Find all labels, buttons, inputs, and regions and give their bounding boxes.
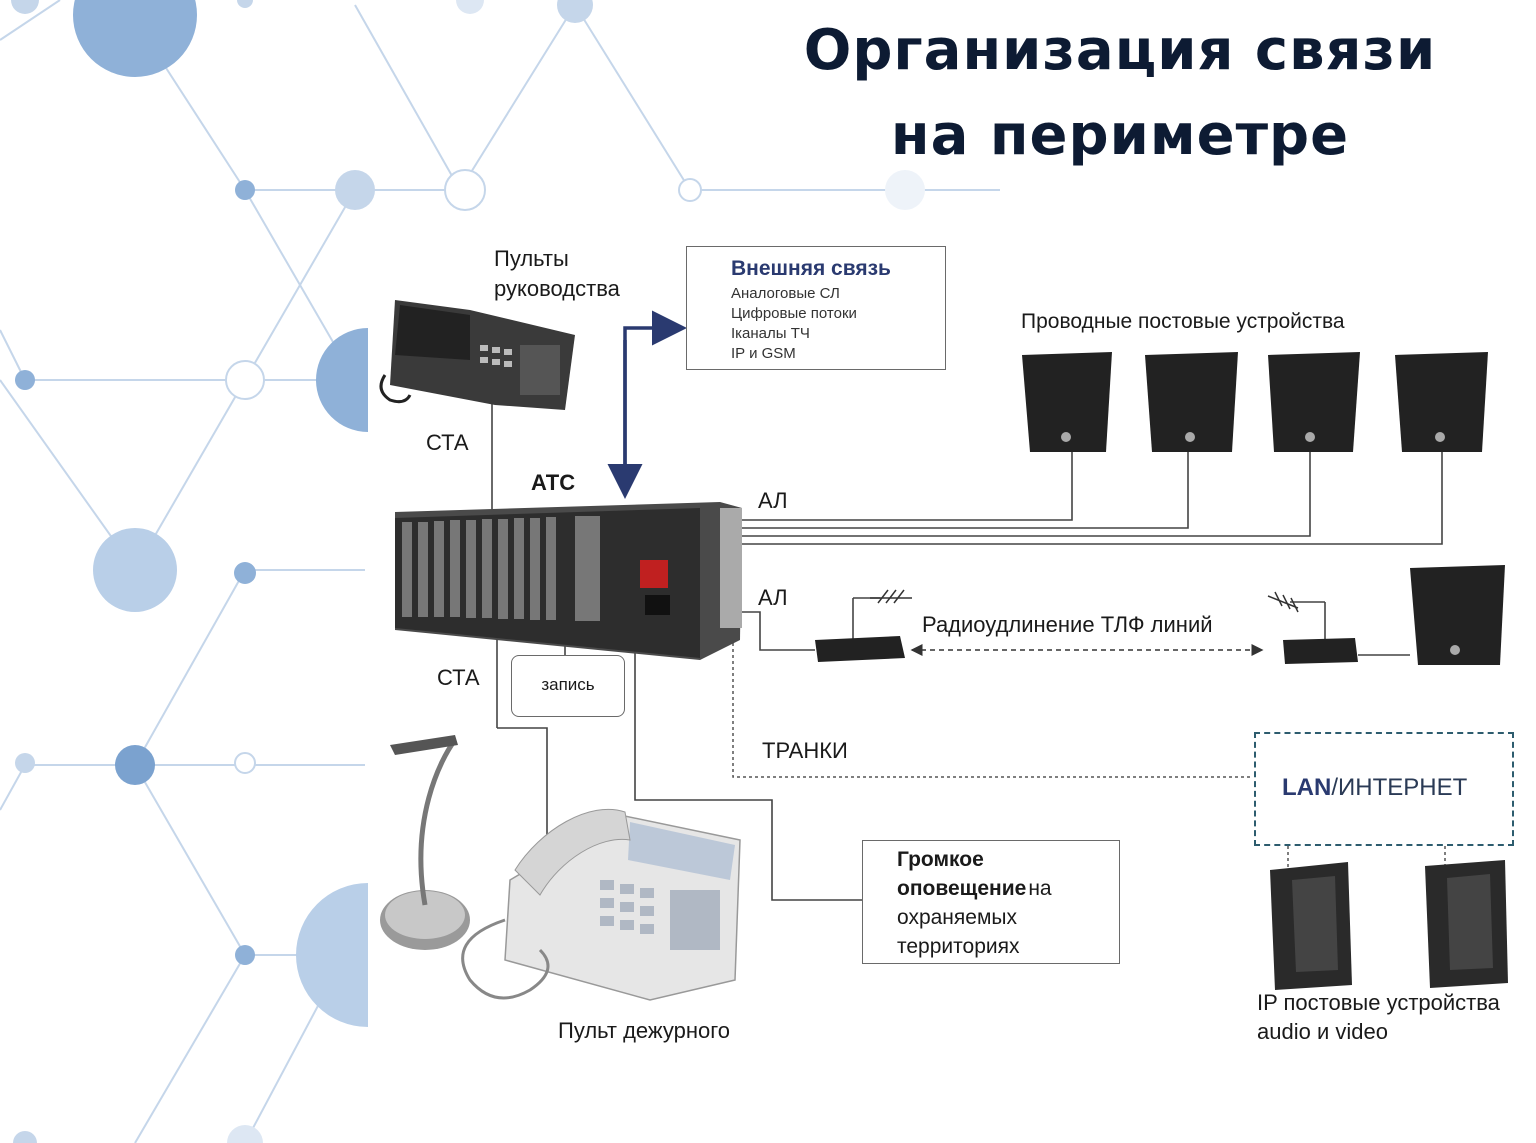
- pbx-rack-icon: [395, 502, 742, 660]
- al-top-label: АЛ: [758, 488, 788, 513]
- ip-devices-label-line2: audio и video: [1257, 1019, 1388, 1044]
- external-item: Цифровые потоки: [731, 305, 857, 322]
- wired-post-devices: [1022, 352, 1505, 665]
- ip-devices-label-line1: IP постовые устройства: [1257, 990, 1500, 1015]
- post-device-icon: [1145, 352, 1238, 452]
- atc-label: АТС: [531, 470, 576, 495]
- sta-bottom-label: СТА: [437, 665, 480, 690]
- lan-label-bold: LAN: [1282, 774, 1332, 801]
- ip-device-icon: [1270, 862, 1352, 990]
- radio-unit-icon: [1283, 638, 1358, 664]
- record-box: запись: [511, 655, 625, 717]
- notification-line3: охраняемых: [897, 906, 1017, 929]
- managers-console-label-line2: руководства: [494, 276, 620, 301]
- page-title-line2: на периметре: [890, 103, 1350, 168]
- external-communication-title: Внешняя связь: [731, 257, 891, 280]
- notification-line4: территориях: [897, 935, 1020, 958]
- manager-phone-icon: [379, 300, 575, 410]
- notification-line2-rest: на: [1028, 877, 1052, 900]
- lan-internet-label: LAN/ИНТЕРНЕТ: [1282, 774, 1467, 802]
- sta-top-label: СТА: [426, 430, 469, 455]
- external-item: IP и GSM: [731, 345, 796, 362]
- external-item: Аналоговые СЛ: [731, 285, 840, 302]
- ip-post-devices: [1270, 860, 1508, 990]
- connection-lines: [491, 400, 1443, 901]
- loud-notification-box: Громкое оповещениена охраняемых территор…: [862, 840, 1120, 964]
- loud-notification-text: Громкое оповещениена охраняемых территор…: [897, 845, 1052, 961]
- external-communication-box: Внешняя связь Аналоговые СЛ Цифровые пот…: [686, 246, 946, 370]
- page-title-line1: Организация связи: [803, 18, 1437, 83]
- trunks-label: ТРАНКИ: [762, 738, 848, 763]
- managers-console-label-line1: Пульты: [494, 246, 569, 271]
- notification-bold-line1: Громкое: [897, 848, 984, 871]
- radio-unit-icon: [815, 636, 905, 662]
- lan-label-rest: /ИНТЕРНЕТ: [1331, 774, 1468, 801]
- duty-phone-icon: [461, 808, 741, 1001]
- external-item: Iканалы ТЧ: [731, 325, 810, 342]
- duty-console-label: Пульт дежурного: [558, 1018, 731, 1043]
- radio-units: [815, 589, 1358, 664]
- microphone-icon: [380, 735, 470, 950]
- post-device-icon: [1410, 565, 1505, 665]
- post-device-icon: [1022, 352, 1112, 452]
- lan-internet-box: LAN/ИНТЕРНЕТ: [1254, 732, 1514, 846]
- radio-extension-label: Радиоудлинение ТЛФ линий: [922, 612, 1213, 637]
- al-bottom-label: АЛ: [758, 585, 788, 610]
- post-device-icon: [1268, 352, 1360, 452]
- external-arrow-out: [623, 310, 687, 495]
- record-label: запись: [541, 675, 595, 694]
- ip-device-icon: [1425, 860, 1508, 988]
- wired-devices-label: Проводные постовые устройства: [1021, 310, 1345, 333]
- post-device-icon: [1395, 352, 1488, 452]
- notification-bold-line2: оповещение: [897, 877, 1027, 900]
